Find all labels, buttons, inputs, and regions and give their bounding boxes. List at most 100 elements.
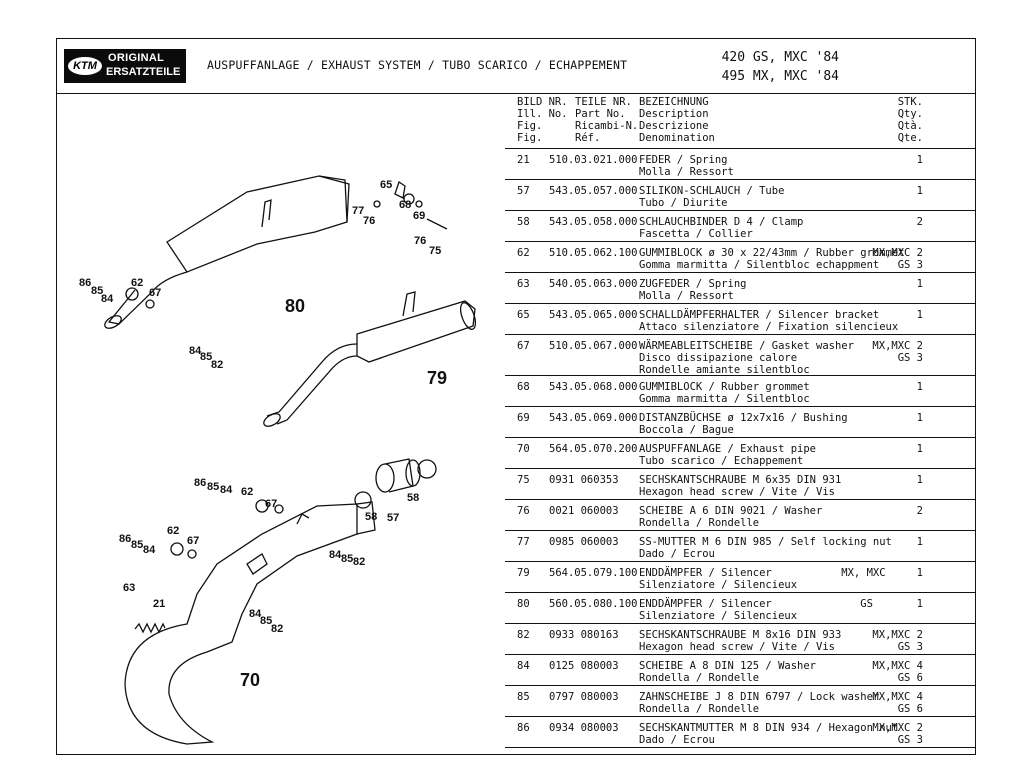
label-86a: 86	[79, 277, 91, 289]
model-list: 420 GS, MXC '84 495 MX, MXC '84	[722, 48, 839, 86]
label-63: 63	[123, 582, 135, 594]
header-description: BEZEICHNUNG Description Descrizione Deno…	[639, 96, 715, 144]
description-line-1: GUMMIBLOCK ø 30 x 22/43mm / Rubber gromm…	[639, 247, 905, 259]
part-number: 510.03.021.000	[549, 154, 638, 166]
figure-number: 79	[517, 567, 530, 579]
description-line-1: GUMMIBLOCK / Rubber grommet	[639, 381, 810, 393]
part-number: 0797 080003	[549, 691, 619, 703]
model-line-2: 495 MX, MXC '84	[721, 69, 839, 84]
part-number: 0021 060003	[549, 505, 619, 517]
label-85b: 85	[200, 351, 212, 363]
label-21: 21	[153, 598, 165, 610]
label-84e: 84	[329, 549, 342, 561]
part-number: 540.05.063.000	[549, 278, 638, 290]
label-80: 80	[285, 296, 305, 316]
exhaust-exploded-drawing: 65 77 76 68 69 76 75 86 85 84 62 67 80 8…	[79, 175, 477, 745]
part-number: 543.05.069.000	[549, 412, 638, 424]
figure-number: 77	[517, 536, 530, 548]
description-line-1: WÄRMEABLEITSCHEIBE / Gasket washer	[639, 340, 854, 352]
part-number: 564.05.079.100	[549, 567, 638, 579]
description-line-2: Silenziatore / Silencieux	[639, 610, 798, 622]
description-line-1: SCHEIBE A 6 DIN 9021 / Washer	[639, 505, 823, 517]
label-67a: 67	[149, 287, 161, 299]
label-84d: 84	[143, 544, 156, 556]
model-line-1: 420 GS, MXC '84	[721, 50, 839, 65]
description-line-2: Tubo / Diurite	[639, 197, 728, 209]
part-number: 0934 080003	[549, 722, 619, 734]
table-row: 76 0021 060003 SCHEIBE A 6 DIN 9021 / Wash…	[505, 500, 975, 531]
parts-catalog-page: KTM ORIGINAL ERSATZTEILE AUSPUFFANLAGE /…	[56, 38, 976, 755]
figure-number: 84	[517, 660, 530, 672]
description-line-1: ZUGFEDER / Spring	[639, 278, 747, 290]
label-57: 57	[387, 512, 399, 524]
part-number: 564.05.070.200	[549, 443, 638, 455]
label-86d: 86	[119, 533, 131, 545]
label-68: 68	[399, 199, 411, 211]
part-number: 510.05.067.000	[549, 340, 638, 352]
figure-number: 76	[517, 505, 530, 517]
header-fig: BILD NR. Ill. No. Fig. Fig.	[517, 96, 568, 144]
label-62c: 62	[241, 486, 253, 498]
quantity: MX,MXC 2 GS 3	[872, 340, 923, 364]
figure-number: 57	[517, 185, 530, 197]
description-line-1: SILIKON-SCHLAUCH / Tube	[639, 185, 785, 197]
label-76b: 76	[414, 235, 426, 247]
quantity: 1	[916, 474, 923, 486]
quantity: 1	[916, 309, 923, 321]
label-58b: 58	[365, 511, 377, 523]
quantity: 1	[916, 536, 923, 548]
description-line-1: DISTANZBÜCHSE ø 12x7x16 / Bushing	[639, 412, 848, 424]
description-line-2: Rondella / Rondelle	[639, 672, 760, 684]
ktm-oval-mark: KTM	[68, 57, 102, 75]
table-header: BILD NR. Ill. No. Fig. Fig. TEILE NR. Pa…	[505, 94, 975, 149]
label-85a: 85	[91, 285, 103, 297]
part-number: 0125 080003	[549, 660, 619, 672]
description-line-2: Hexagon head screw / Vite / Vis	[639, 641, 835, 653]
figure-number: 67	[517, 340, 530, 352]
description-line-1: ENDDÄMPFER / Silencer MX, MXC	[639, 567, 886, 579]
part-number: 560.05.080.100	[549, 598, 638, 610]
label-75: 75	[429, 245, 441, 257]
description-line-2: Molla / Ressort	[639, 166, 734, 178]
description-line-1: SECHSKANTSCHRAUBE M 6x35 DIN 931	[639, 474, 842, 486]
label-85d: 85	[131, 539, 143, 551]
label-76a: 76	[363, 215, 375, 227]
page-header: KTM ORIGINAL ERSATZTEILE AUSPUFFANLAGE /…	[57, 39, 975, 94]
part-number: 510.05.062.100	[549, 247, 638, 259]
quantity: 1	[916, 412, 923, 424]
figure-number: 65	[517, 309, 530, 321]
label-62a: 62	[131, 277, 143, 289]
description-line-2: Dado / Ecrou	[639, 548, 715, 560]
description-line-2: Hexagon head screw / Vite / Vis	[639, 486, 835, 498]
label-65: 65	[380, 179, 392, 191]
label-62d: 62	[167, 525, 179, 537]
part-number: 0931 060353	[549, 474, 619, 486]
label-82e: 82	[353, 556, 365, 568]
part-number: 0933 080163	[549, 629, 619, 641]
description-line-1: SCHEIBE A 8 DIN 125 / Washer	[639, 660, 817, 672]
figure-number: 82	[517, 629, 530, 641]
quantity: 2	[916, 216, 923, 228]
quantity: MX,MXC 4 GS 6	[872, 660, 923, 684]
exhaust-pipe-70-shape	[124, 503, 358, 745]
label-85e: 85	[341, 553, 353, 565]
description-line-2: Silenziatore / Silencieux	[639, 579, 798, 591]
label-82f: 82	[271, 623, 283, 635]
quantity: MX,MXC 2 GS 3	[872, 722, 923, 746]
quantity: 1	[916, 443, 923, 455]
ktm-logo: KTM ORIGINAL ERSATZTEILE	[64, 49, 186, 83]
description-line-2: Gomma marmitta / Silentbloc echappment	[639, 259, 880, 271]
